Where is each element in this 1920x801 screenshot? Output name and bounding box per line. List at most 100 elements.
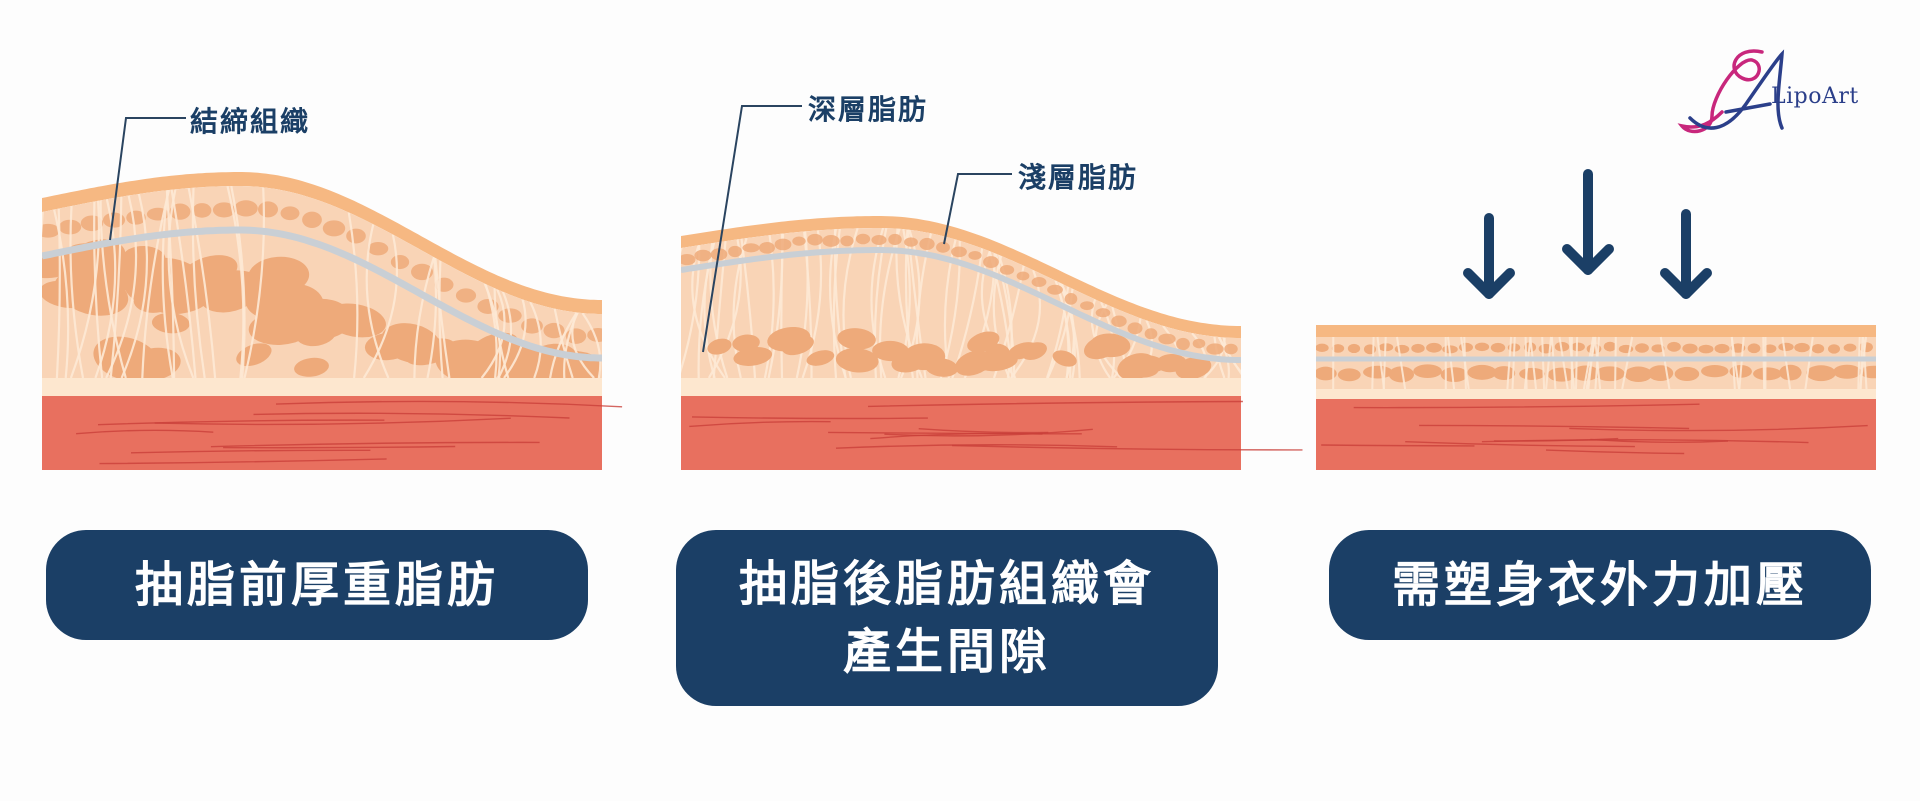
fat-cell (1701, 365, 1729, 378)
muscle-fiber-line (253, 412, 570, 419)
fat-cell (1833, 364, 1862, 379)
connective-fiber (365, 224, 390, 378)
muscle-fiber-line (1545, 449, 1685, 455)
connective-fiber (1447, 336, 1456, 390)
fat-cell (888, 233, 902, 246)
fat-cell (102, 212, 126, 228)
connective-fiber (1575, 336, 1579, 390)
connective-fiber (581, 312, 602, 378)
fat-cell (855, 233, 871, 245)
connective-fiber (1529, 336, 1537, 390)
caption-line: 需塑身衣外力加壓 (1391, 557, 1808, 613)
fat-cell (1440, 367, 1468, 383)
fat-cell (728, 245, 742, 258)
connective-fiber (1762, 336, 1766, 390)
connective-fiber (55, 208, 61, 378)
muscle-fiber-line (828, 431, 1082, 435)
connective-fiber (362, 234, 398, 378)
fat-cell (1363, 365, 1393, 379)
fat-cell (807, 233, 823, 246)
connective-fiber (120, 193, 149, 378)
fat-cell (1843, 343, 1857, 352)
muscle-fiber-line (1405, 441, 1635, 448)
connective-fiber (1804, 336, 1814, 390)
fat-cell (1571, 365, 1600, 381)
fat-cell (346, 228, 366, 244)
fat-cell (1647, 365, 1674, 382)
fat-cell (381, 323, 442, 364)
fat-cell (455, 288, 477, 303)
fat-cell (1682, 343, 1698, 354)
fat-cell (1651, 344, 1665, 353)
fat-cell (1047, 284, 1063, 295)
fat-cell (1316, 343, 1329, 353)
connective-membrane (42, 226, 602, 362)
connective-fiber (1523, 336, 1532, 390)
connective-fiber (1621, 336, 1634, 390)
fat-cell (1624, 366, 1653, 382)
logo-script-l (1677, 49, 1764, 134)
down-arrow-icon (1660, 209, 1712, 299)
logo-script-a (1688, 49, 1785, 130)
connective-fiber (42, 211, 44, 378)
fat-cell (1316, 366, 1337, 381)
connective-fibers (42, 186, 602, 378)
muscle-fiber-line (275, 400, 623, 408)
caption-compression-garment: 需塑身衣外力加壓 (1329, 530, 1871, 640)
fat-cell (759, 241, 775, 254)
muscle-fiber-line (223, 445, 456, 449)
fat-cell (742, 243, 760, 253)
fat-cell (212, 202, 236, 218)
muscle-fiber-line (130, 449, 371, 454)
connective-fiber (243, 187, 266, 378)
panel-after-liposuction (681, 105, 1303, 470)
fat-cell (822, 235, 840, 247)
fat-cell (126, 347, 181, 378)
fat-cell (1016, 271, 1030, 281)
fat-cell (1595, 366, 1625, 382)
logo-wordmark: LipoArt (1771, 84, 1859, 109)
fat-cell (792, 236, 806, 246)
muscle-fiber-line (689, 420, 831, 428)
fat-cell (1490, 342, 1506, 353)
fat-cell (925, 358, 959, 377)
panel-before-liposuction (42, 117, 623, 470)
fat-cell (1859, 365, 1876, 379)
connective-fiber (497, 291, 513, 378)
connective-fiber (230, 186, 246, 378)
connective-fiber (1738, 336, 1745, 390)
fat-cell (367, 242, 389, 256)
fat-cell (733, 347, 773, 366)
fat-cell (1158, 333, 1176, 345)
muscle-fiber-line (867, 400, 1243, 408)
connective-fiber (1396, 336, 1407, 390)
fat-cell (322, 220, 346, 237)
fat-cell (1411, 343, 1425, 353)
fat-cell (294, 357, 329, 377)
fat-cell (871, 235, 887, 245)
connective-fiber (426, 257, 438, 378)
label-connective-tissue: 結締組織 (190, 105, 311, 138)
fat-cell (904, 237, 918, 247)
connective-fiber (69, 205, 85, 378)
connective-fiber (1541, 336, 1546, 390)
connective-fiber (1857, 336, 1861, 390)
fat-cell (1031, 277, 1047, 287)
connective-fiber (1382, 336, 1387, 390)
fat-cell (732, 334, 760, 352)
connective-membrane (681, 247, 1241, 363)
connective-fiber (141, 189, 171, 378)
muscle-layer (1316, 399, 1876, 470)
fat-cell (1794, 342, 1810, 353)
connective-fiber (347, 212, 359, 378)
fat-cell (1117, 353, 1156, 378)
fat-cell (951, 246, 967, 258)
fat-cell (1467, 364, 1497, 380)
connective-fiber (870, 228, 887, 378)
muscle-fibers (689, 400, 1303, 451)
muscle-fiber-line (835, 444, 1118, 449)
skin-layer (681, 216, 1241, 338)
leader-line-superficial-fat (943, 173, 1012, 245)
connective-fiber (434, 257, 451, 378)
